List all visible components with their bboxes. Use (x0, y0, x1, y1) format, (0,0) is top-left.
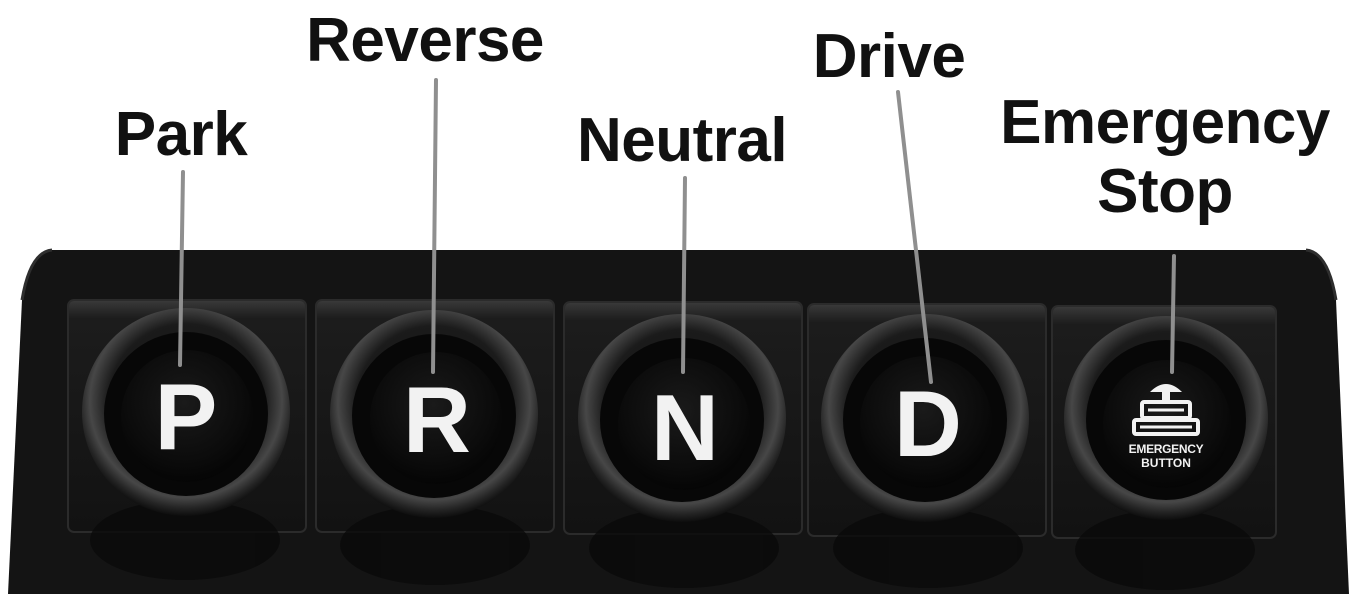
leader-lines (178, 78, 1176, 384)
label-emergency-line2: Stop (1097, 157, 1233, 227)
label-reverse: Reverse (306, 6, 544, 75)
label-neutral: Neutral (576, 106, 788, 175)
neutral-button[interactable]: N (578, 314, 786, 522)
drive-button[interactable]: D (821, 314, 1029, 522)
park-button-glyph: P (155, 364, 218, 469)
emergency-button-text-line2: BUTTON (1141, 456, 1191, 470)
reverse-button[interactable]: R (330, 310, 538, 518)
emergency-stop-icon (1132, 384, 1200, 436)
park-button[interactable]: P (82, 308, 290, 516)
emergency-stop-button[interactable]: EMERGENCY BUTTON (1064, 316, 1268, 520)
label-emergency-line1: Emergency (1000, 88, 1330, 157)
drive-button-glyph: D (894, 371, 962, 476)
label-emergency-stop: Emergency Stop (1000, 88, 1330, 227)
label-drive: Drive (812, 22, 966, 91)
emergency-button-text-line1: EMERGENCY (1129, 442, 1204, 456)
neutral-button-glyph: N (651, 375, 719, 480)
label-park: Park (114, 100, 248, 169)
reverse-button-glyph: R (403, 367, 471, 472)
